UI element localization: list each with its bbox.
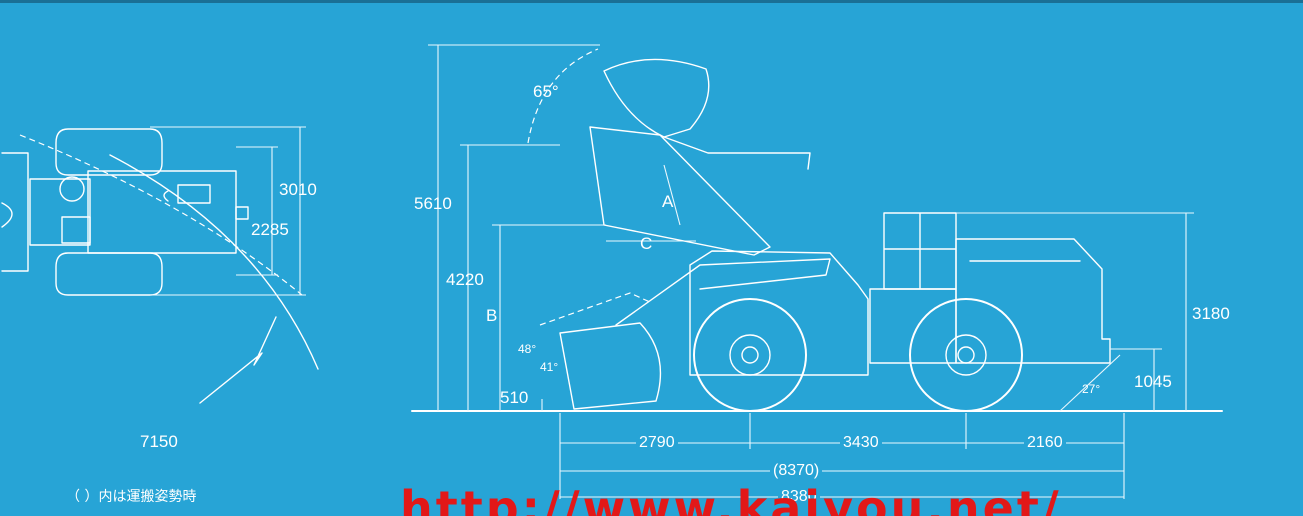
tilt-angle-carry-label: 41° bbox=[540, 360, 559, 374]
rear-overhang-label: 2160 bbox=[1024, 435, 1066, 451]
rear-frame bbox=[869, 288, 957, 364]
side-view bbox=[411, 44, 1223, 499]
top-view bbox=[1, 126, 319, 404]
overall-length-label: 8380 bbox=[778, 489, 820, 505]
tread-label: 2285 bbox=[251, 220, 289, 239]
rear-wheel-rim bbox=[945, 334, 987, 376]
top-view-front-tyre bbox=[55, 128, 163, 176]
label-a: A bbox=[662, 192, 674, 211]
travel-length-label: (8370) bbox=[770, 463, 823, 479]
rollback-angle-label: 65° bbox=[533, 82, 559, 101]
top-view-turning-radius-leader bbox=[199, 316, 277, 404]
tilt-angle-ground-label: 48° bbox=[518, 342, 537, 356]
cab bbox=[883, 212, 957, 290]
top-view-engine bbox=[29, 178, 91, 246]
max-height-label: 5610 bbox=[414, 194, 452, 213]
top-view-turning-arc bbox=[19, 134, 303, 296]
wheelbase-label: 3430 bbox=[840, 435, 882, 451]
counterweight-height-label: 1045 bbox=[1134, 372, 1172, 391]
loader-drawing bbox=[1, 44, 1223, 499]
front-wheel-rim bbox=[729, 334, 771, 376]
rear-wheel bbox=[909, 298, 1023, 412]
raised-boom bbox=[589, 126, 771, 256]
dump-height-label: 4220 bbox=[446, 270, 484, 289]
lowered-bucket bbox=[559, 322, 662, 410]
watermark-url: http://www.kaiyou.net/ bbox=[400, 481, 1062, 516]
rollback-arc bbox=[527, 48, 599, 144]
top-view-frame bbox=[87, 170, 237, 254]
top-view-cylinder bbox=[163, 184, 211, 204]
label-b: B bbox=[486, 306, 498, 325]
overall-width-label: 3010 bbox=[279, 180, 317, 199]
departure-angle-line bbox=[1059, 354, 1121, 412]
top-view-cab bbox=[61, 216, 91, 244]
top-view-rear-tyre bbox=[55, 252, 163, 296]
lowered-bucket-rollback bbox=[539, 292, 653, 326]
carry-position-note: （ ）内は運搬姿勢時 bbox=[66, 489, 197, 505]
dig-depth-label: 510 bbox=[500, 388, 529, 407]
front-frame bbox=[689, 250, 869, 376]
dim-line-a bbox=[663, 164, 681, 226]
front-wheel bbox=[693, 298, 807, 412]
front-overhang-label: 2790 bbox=[636, 435, 678, 451]
front-wheel-hub bbox=[741, 346, 759, 364]
engine-hood bbox=[955, 238, 1111, 364]
raised-link bbox=[663, 136, 811, 170]
raised-bucket bbox=[603, 58, 710, 138]
top-view-hitch bbox=[235, 206, 249, 220]
top-view-bucket bbox=[1, 152, 29, 272]
rear-wheel-hub bbox=[957, 346, 975, 364]
label-c: C bbox=[640, 234, 653, 253]
turning-radius-label: 7150 bbox=[140, 432, 178, 451]
top-view-hub bbox=[59, 176, 85, 202]
departure-angle-label: 27° bbox=[1082, 382, 1101, 396]
cab-height-label: 3180 bbox=[1192, 304, 1230, 323]
lowered-boom bbox=[615, 258, 831, 326]
top-view-turning-curve bbox=[109, 154, 319, 370]
